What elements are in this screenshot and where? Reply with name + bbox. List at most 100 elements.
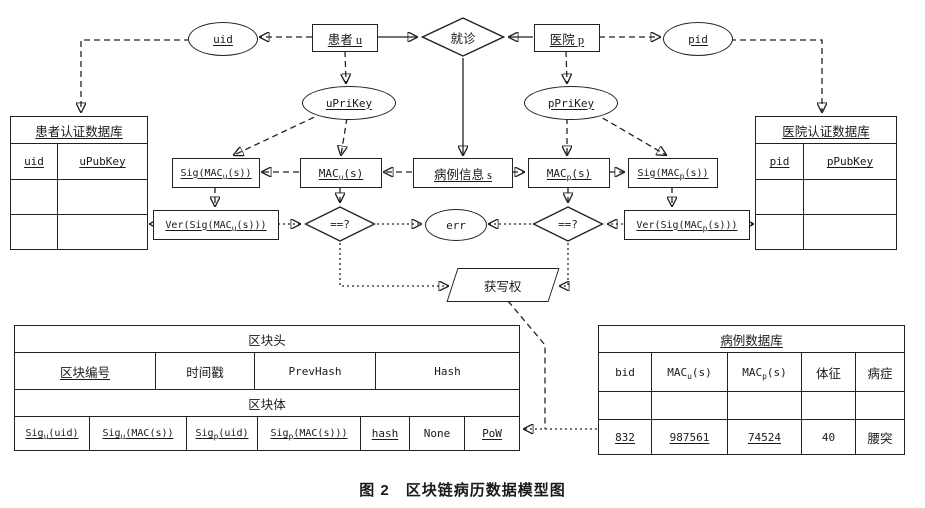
table-cell [58,215,147,249]
process-ver-u: Ver(Sig(MACu(s))) [153,210,279,240]
table-cell: bid [599,353,652,391]
table-cell: pid [756,144,804,179]
table-cell: hash [361,417,410,450]
table-title: 患者认证数据库 [11,117,147,143]
node-label: Ver(Sig(MACu(s))) [165,219,267,233]
table-row [599,392,904,420]
table-cell: MACu(s) [652,353,728,391]
node-label: ==? [558,217,578,231]
table-cell: Sigu(MAC(s)) [90,417,187,450]
column-label: 病症 [867,366,893,381]
table-cell: None [410,417,465,450]
node-label: MACp(s) [546,166,592,182]
table-data-row: 832 987561 74524 40 腰突 [599,420,904,454]
cell-value: 腰突 [867,431,893,446]
table-title-label: 区块头 [248,333,286,348]
table-title-label: 医院认证数据库 [782,124,870,139]
node-label: Sig(MACu(s)) [180,167,252,181]
process-mac-p: MACp(s) [528,158,610,188]
process-sig-mac-u: Sig(MACu(s)) [172,158,260,188]
table-cell: uid [11,144,58,179]
table-cell: PoW [465,417,519,450]
table-cell [11,180,58,214]
cell-value: 832 [615,430,635,444]
figure-caption: 图 2 区块链病历数据模型图 [359,482,566,499]
patient-auth-db-table: 患者认证数据库 uid uPubKey [10,116,148,250]
process-case-info: 病例信息 s [413,158,513,188]
table-title-row: 患者认证数据库 [11,117,147,144]
table-header-row: bid MACu(s) MACp(s) 体征 病症 [599,353,904,392]
table-title-row: 病例数据库 [599,326,904,353]
table-cell [756,215,804,249]
cell-label: None [423,427,451,440]
table-cell [728,392,802,419]
cell-label: 时间戳 [186,365,224,380]
column-label: pid [769,155,790,168]
cell-label: 区块编号 [59,365,110,380]
table-title: 区块头 [15,326,519,352]
block-header-row: 区块编号 时间戳 PrevHash Hash [15,353,519,390]
table-cell: PrevHash [255,353,376,389]
edge-pid-to-hospital-db [730,39,822,112]
case-db-table: 病例数据库 bid MACu(s) MACp(s) 体征 病症 832 9875… [598,325,905,455]
block-body-title-row: 区块体 [15,390,519,417]
table-cell [599,392,652,419]
node-err: err [425,209,487,241]
edge-uid-to-patient-db [81,39,190,112]
node-label: Ver(Sig(MACp(s))) [636,219,738,233]
node-label: MACu(s) [318,166,364,182]
node-label: ==? [330,217,350,231]
edge-patient-to-uprikey [345,50,346,83]
decision-eq-right: ==? [532,206,604,242]
edge-uprikey-to-sig-u [234,112,324,155]
entity-hospital-p: 医院 p [534,24,600,52]
column-label: uPubKey [79,155,126,168]
edge-write-access-down [507,300,546,429]
process-sig-mac-p: Sig(MACp(s)) [628,158,718,188]
attribute-uid: uid [188,22,258,56]
node-label: 病例信息 s [434,167,492,182]
cell-value: 987561 [669,430,710,444]
table-cell: 腰突 [856,420,904,454]
column-label: uid [24,155,44,168]
process-ver-p: Ver(Sig(MACp(s))) [624,210,750,240]
column-label: bid [615,365,635,379]
table-cell [802,392,856,419]
attribute-pprikey: pPriKey [524,86,618,120]
table-cell: Sigp(MAC(s))) [258,417,361,450]
column-label: MACu(s) [667,365,712,381]
node-label: err [446,218,466,232]
column-label: MACp(s) [742,365,787,381]
table-header-row: pid pPubKey [756,144,896,180]
hospital-auth-db-table: 医院认证数据库 pid pPubKey [755,116,897,250]
node-label: Sig(MACp(s)) [637,167,709,181]
table-title-row: 医院认证数据库 [756,117,896,144]
table-title: 病例数据库 [599,326,904,352]
attribute-pid: pid [663,22,733,56]
table-cell [804,215,896,249]
table-row [756,180,896,215]
node-label: pPriKey [547,96,595,110]
edge-eq-right-to-write-access [560,243,568,286]
table-cell: MACp(s) [728,353,802,391]
cell-label: hash [371,427,399,440]
table-cell: 时间戳 [156,353,255,389]
table-cell: uPubKey [58,144,147,179]
node-label: 患者 u [327,32,363,47]
diamond-shape [304,206,376,242]
attribute-uprikey: uPriKey [302,86,396,120]
table-cell: 74524 [728,420,802,454]
io-write-access: 获写权 [446,268,560,302]
node-label: uid [213,32,233,46]
table-cell: Hash [376,353,519,389]
table-row [11,215,147,249]
cell-label: Sigu(MAC(s)) [102,428,174,441]
entity-patient-u: 患者 u [312,24,378,52]
table-cell: 832 [599,420,652,454]
edge-hospital-to-pprikey [566,50,567,83]
edge-eq-left-to-write-access [339,243,448,286]
edge-pprikey-to-sig-p [593,112,666,155]
table-cell: Sigu(uid) [15,417,90,450]
table-cell [58,180,147,214]
